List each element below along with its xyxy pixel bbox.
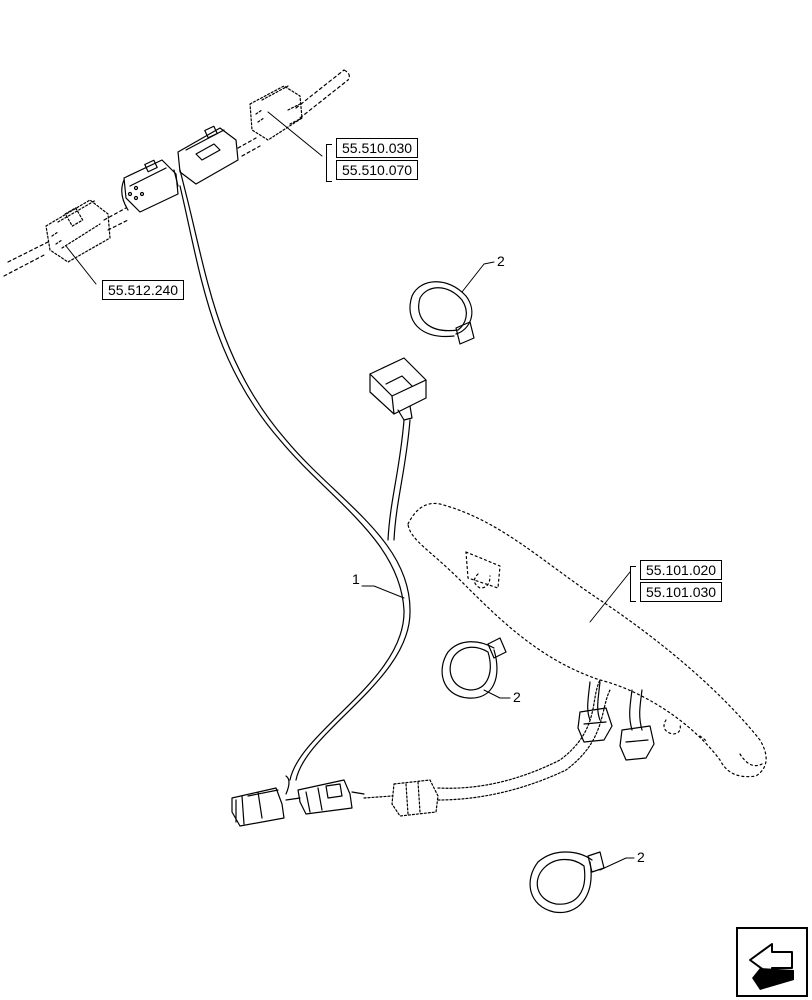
cable-strap-middle [441,637,507,699]
phantom-upper-connector [249,85,303,141]
phantom-cable [3,69,350,277]
relay-connector [369,357,427,421]
phantom-main-harness [407,502,767,778]
callout-strap-top: 2 [497,253,505,269]
harness-connector-top [121,125,239,213]
bracket-upper [326,144,332,182]
harness-cable [173,169,411,781]
reference-55-101-020[interactable]: 55.101.020 [640,560,723,580]
phantom-bottom-connector [363,679,611,817]
reference-55-510-030[interactable]: 55.510.030 [336,138,419,158]
reference-55-101-030[interactable]: 55.101.030 [640,582,723,602]
leader-lines [65,111,635,871]
callout-harness: 1 [352,571,360,587]
bracket-harness [630,566,636,602]
callout-strap-middle: 2 [513,689,521,705]
phantom-left-connector [45,199,111,263]
harness-connector-bottom [231,775,365,827]
reference-55-510-070[interactable]: 55.510.070 [336,160,419,180]
next-page-arrow-icon[interactable] [736,927,808,997]
reference-55-512-240[interactable]: 55.512.240 [102,280,185,300]
callout-strap-bottom: 2 [637,849,645,865]
branch-connectors [577,681,655,761]
cable-strap-bottom [529,851,605,914]
cable-strap-top [409,281,475,345]
